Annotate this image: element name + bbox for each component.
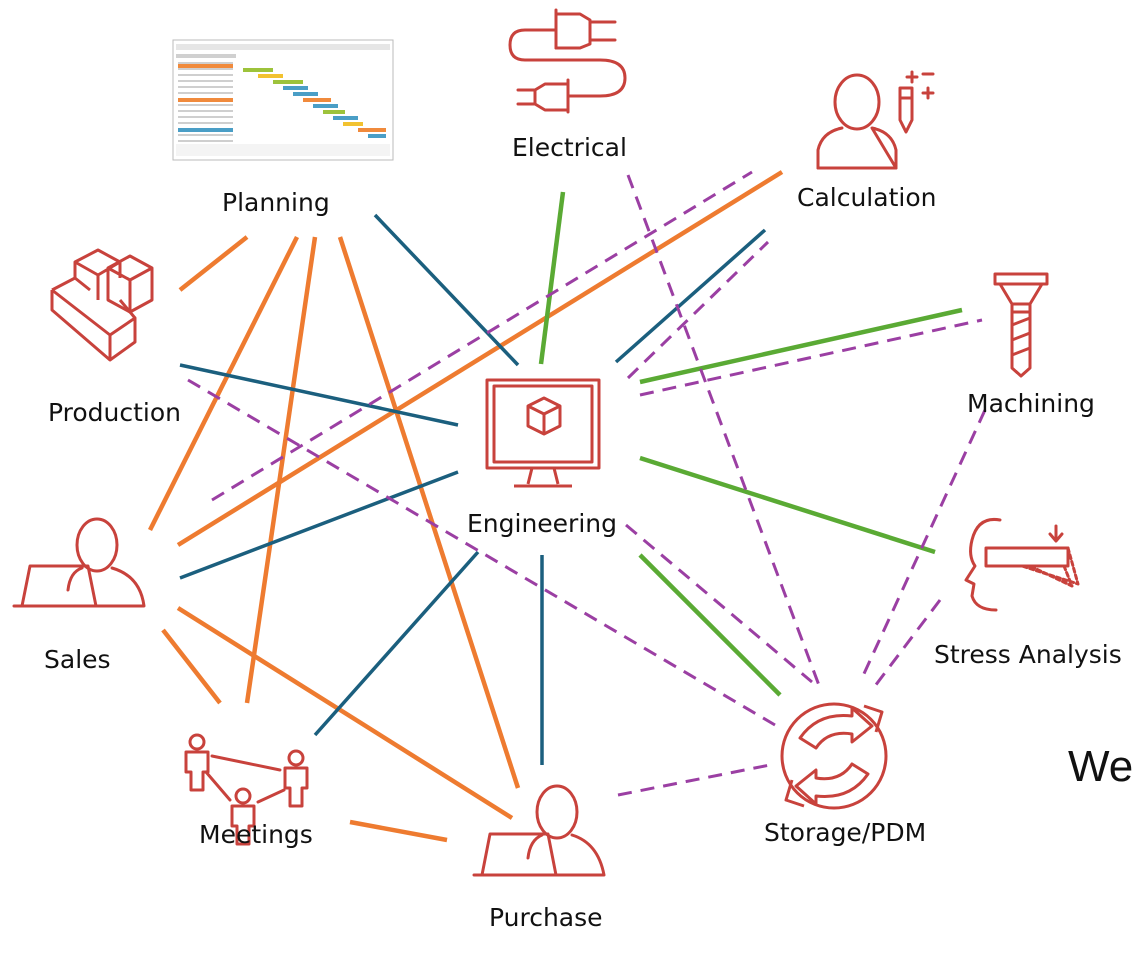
engineering-label: Engineering <box>467 509 617 538</box>
gantt-chart-thumbnail-icon <box>172 39 394 161</box>
storage-pdm-label: Storage/PDM <box>764 818 927 847</box>
link-engineering-machining-dashed <box>639 318 983 397</box>
electrical-label: Electrical <box>512 133 627 162</box>
link-engineering-calculation-dashed <box>626 240 770 380</box>
blue-links <box>179 213 767 765</box>
link-sales-purchase <box>176 606 514 820</box>
person-at-laptop-icon <box>472 784 606 877</box>
calculation-label: Calculation <box>797 183 937 212</box>
link-meetings-purchase <box>349 819 448 843</box>
link-meetings-engineering <box>313 550 480 737</box>
stress-analysis-label: Stress Analysis <box>934 640 1122 669</box>
link-engineering-calculation <box>614 228 767 364</box>
stacked-blocks-icon <box>50 248 154 362</box>
purple-dashed-links <box>187 170 987 797</box>
machining-label: Machining <box>967 389 1095 418</box>
sync-arrows-icon <box>780 702 888 810</box>
orange-links <box>147 170 784 843</box>
person-at-laptop-icon <box>12 517 146 608</box>
link-sales-planning-a <box>147 235 300 532</box>
green-links <box>538 191 963 697</box>
link-production-planning <box>178 235 249 292</box>
link-meetings-planning <box>244 236 318 704</box>
planning-label: Planning <box>222 188 330 217</box>
link-engineering-machining <box>639 307 963 385</box>
link-engineering-storage-dashed <box>625 523 813 684</box>
link-sales-meetings <box>161 628 222 705</box>
link-planning-engineering <box>373 213 520 367</box>
link-electrical-storage <box>626 174 822 689</box>
link-engineering-storage <box>638 553 782 697</box>
monitor-with-cube-icon <box>485 378 601 488</box>
partial-heading-text: We <box>1068 742 1134 791</box>
link-machining-storage <box>860 409 987 679</box>
power-plug-icon <box>508 8 627 114</box>
link-purchase-storage <box>617 763 771 797</box>
link-sales-calculation <box>176 170 784 547</box>
milling-tool-icon <box>993 272 1049 378</box>
people-network-icon <box>184 733 309 846</box>
link-production-engineering <box>179 363 459 427</box>
link-electrical-engineering <box>538 191 566 365</box>
sales-label: Sales <box>44 645 111 674</box>
head-with-beam-icon <box>964 517 1080 612</box>
link-sales-engineering <box>179 470 459 580</box>
production-label: Production <box>48 398 182 427</box>
purchase-label: Purchase <box>489 903 603 932</box>
link-sales-calculation-dashed <box>211 170 753 502</box>
link-stress-storage <box>870 599 942 691</box>
person-with-pencil-icon <box>816 70 935 170</box>
link-engineering-stress <box>639 455 936 555</box>
meetings-label: Meetings <box>199 820 313 849</box>
link-purchase-planning <box>337 236 521 789</box>
